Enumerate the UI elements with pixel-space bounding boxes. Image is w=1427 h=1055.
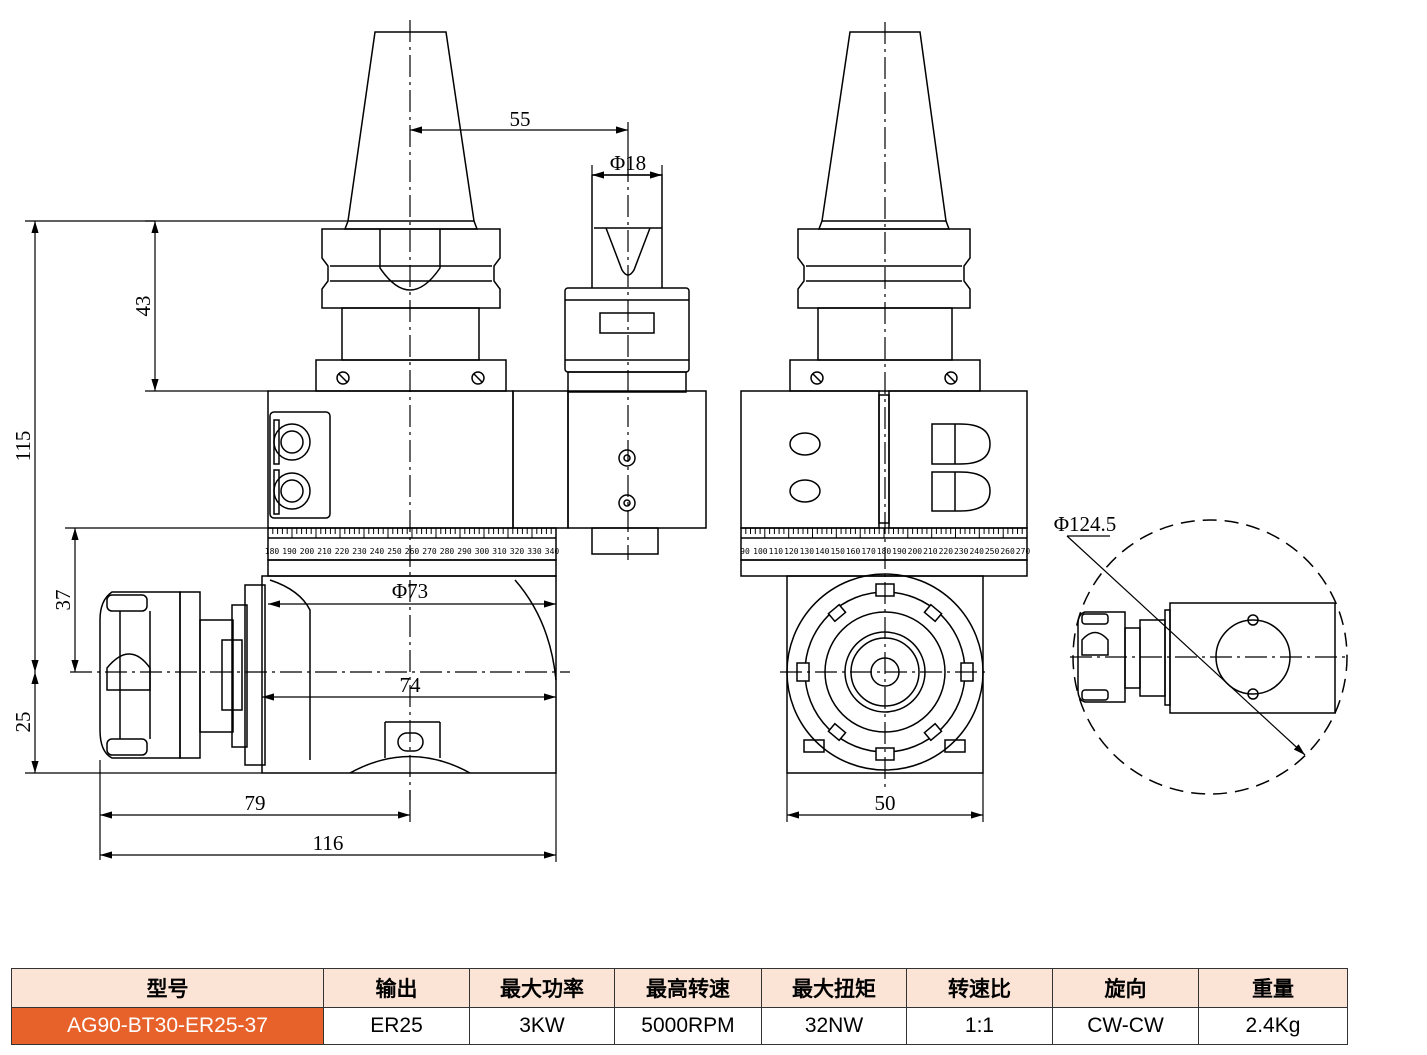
dim-116: 116 bbox=[313, 831, 344, 855]
scale-label: 260 bbox=[1000, 547, 1015, 556]
left-view bbox=[99, 31, 707, 774]
cell-rotation: CW-CW bbox=[1052, 1007, 1199, 1045]
center-lines bbox=[70, 20, 1345, 800]
scale-label: 230 bbox=[352, 547, 367, 556]
scale-label: 230 bbox=[954, 547, 969, 556]
header-max-torque: 最大扭矩 bbox=[761, 968, 907, 1008]
dim-50: 50 bbox=[875, 791, 896, 815]
dimension-lines bbox=[25, 122, 1306, 862]
scale-label: 160 bbox=[846, 547, 861, 556]
table-header-row: 型号 输出 最大功率 最高转速 最大扭矩 转速比 旋向 重量 bbox=[11, 968, 1348, 1008]
middle-view bbox=[740, 31, 1028, 774]
scale-label: 310 bbox=[492, 547, 507, 556]
scale-label: 240 bbox=[370, 547, 385, 556]
scale-label: 180 bbox=[265, 547, 280, 556]
cell-max-torque: 32NW bbox=[761, 1007, 907, 1045]
dim-74: 74 bbox=[400, 673, 422, 697]
scale-label: 300 bbox=[475, 547, 490, 556]
table-row: AG90-BT30-ER25-37 ER25 3KW 5000RPM 32NW … bbox=[11, 1007, 1348, 1045]
scale-label: 330 bbox=[527, 547, 542, 556]
dim-79: 79 bbox=[245, 791, 266, 815]
scale-label: 100 bbox=[753, 547, 768, 556]
scale-label: 220 bbox=[939, 547, 954, 556]
dim-115: 115 bbox=[11, 431, 35, 462]
header-rotation: 旋向 bbox=[1052, 968, 1199, 1008]
dim-25: 25 bbox=[11, 712, 35, 733]
scale-label: 170 bbox=[861, 547, 876, 556]
cell-ratio: 1:1 bbox=[906, 1007, 1053, 1045]
dim-phi124-5: Φ124.5 bbox=[1054, 512, 1117, 536]
scale-label: 190 bbox=[282, 547, 297, 556]
scale-label: 130 bbox=[800, 547, 815, 556]
scale-label: 240 bbox=[969, 547, 984, 556]
scale-label: 210 bbox=[317, 547, 332, 556]
header-model: 型号 bbox=[11, 968, 324, 1008]
cell-weight: 2.4Kg bbox=[1198, 1007, 1348, 1045]
scale-label: 150 bbox=[830, 547, 845, 556]
scale-label: 140 bbox=[815, 547, 830, 556]
header-weight: 重量 bbox=[1198, 968, 1348, 1008]
cell-max-speed: 5000RPM bbox=[614, 1007, 762, 1045]
scale-label: 280 bbox=[440, 547, 455, 556]
scale-label: 210 bbox=[923, 547, 938, 556]
dim-43: 43 bbox=[131, 296, 155, 317]
dim-37: 37 bbox=[51, 590, 75, 611]
scale-label: 270 bbox=[422, 547, 437, 556]
spec-table: 型号 输出 最大功率 最高转速 最大扭矩 转速比 旋向 重量 AG90-BT30… bbox=[11, 968, 1348, 1045]
scale-label: 90 bbox=[740, 547, 750, 556]
scale-label: 110 bbox=[769, 547, 784, 556]
dimension-labels: 55 Φ18 43 115 37 25 Φ73 74 79 116 50 Φ12… bbox=[11, 107, 1116, 855]
scale-label: 220 bbox=[335, 547, 350, 556]
header-max-speed: 最高转速 bbox=[614, 968, 762, 1008]
cell-model: AG90-BT30-ER25-37 bbox=[11, 1007, 324, 1045]
scale-label: 180 bbox=[877, 547, 892, 556]
scale-label: 120 bbox=[784, 547, 799, 556]
cell-output: ER25 bbox=[323, 1007, 470, 1045]
scale-label: 200 bbox=[908, 547, 923, 556]
header-ratio: 转速比 bbox=[906, 968, 1053, 1008]
scale-label: 250 bbox=[387, 547, 402, 556]
scale-label: 270 bbox=[1016, 547, 1031, 556]
header-output: 输出 bbox=[323, 968, 470, 1008]
scale-label: 250 bbox=[985, 547, 1000, 556]
technical-drawing: 1801902002102202302402502602702802903003… bbox=[11, 20, 1348, 862]
dim-55: 55 bbox=[510, 107, 531, 131]
cell-max-power: 3KW bbox=[469, 1007, 615, 1045]
scale-label: 190 bbox=[892, 547, 907, 556]
scale-label: 320 bbox=[510, 547, 525, 556]
scale-label: 290 bbox=[457, 547, 472, 556]
scale-label: 200 bbox=[300, 547, 315, 556]
scale-ticks bbox=[267, 528, 1028, 538]
header-max-power: 最大功率 bbox=[469, 968, 615, 1008]
dim-phi73: Φ73 bbox=[392, 579, 428, 603]
scale-label: 340 bbox=[545, 547, 560, 556]
dim-phi18: Φ18 bbox=[610, 151, 646, 175]
scale-label: 260 bbox=[405, 547, 420, 556]
